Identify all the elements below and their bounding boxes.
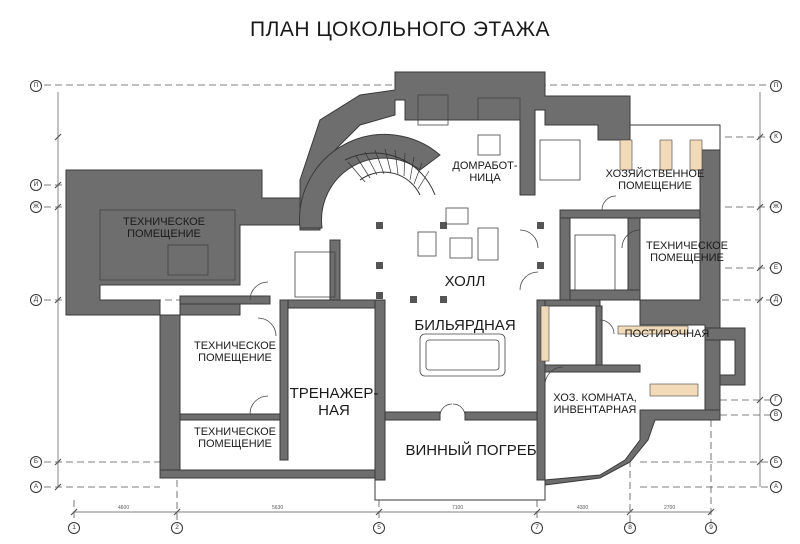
axis-marker-left-d: Д bbox=[30, 294, 42, 306]
room-gym-line-1: ТРЕНАЖЕР- bbox=[289, 385, 379, 402]
room-housekeeper-line-2: НИЦА bbox=[469, 172, 501, 185]
dimension-4: 4300 bbox=[577, 505, 589, 511]
axis-marker-bottom-7: 7 bbox=[531, 522, 543, 534]
dimension-2: 5630 bbox=[272, 505, 284, 511]
room-tech-3-line-1: ТЕХНИЧЕСКОЕ bbox=[193, 340, 277, 352]
room-tech-3-line-2: ПОМЕЩЕНИЕ bbox=[198, 352, 272, 365]
room-storage-line-1: ХОЗ. КОМНАТА, bbox=[553, 392, 637, 404]
walls bbox=[65, 71, 746, 501]
room-utility-line-1: ХОЗЯЙСТВЕННОЕ bbox=[605, 168, 705, 180]
dimension-1: 4600 bbox=[118, 505, 130, 511]
room-tech-4: ТЕХНИЧЕСКОЕ ПОМЕЩЕНИЕ bbox=[180, 426, 290, 451]
room-gym-line-2: НАЯ bbox=[318, 401, 350, 419]
room-housekeeper-line-1: ДОМРАБОТ- bbox=[452, 160, 518, 172]
room-storage: ХОЗ. КОМНАТА, ИНВЕНТАРНАЯ bbox=[540, 392, 650, 417]
axis-marker-left-b: Б bbox=[30, 456, 42, 468]
axis-marker-right-k: К bbox=[770, 131, 782, 143]
axis-marker-right-p: П bbox=[770, 80, 782, 92]
axis-marker-right-b: Б bbox=[770, 456, 782, 468]
room-laundry: ПОСТИРОЧНАЯ bbox=[624, 328, 710, 340]
axis-marker-right-e: Е bbox=[770, 262, 782, 274]
room-tech-1-line-1: ТЕХНИЧЕСКОЕ bbox=[122, 216, 206, 228]
furniture bbox=[99, 94, 616, 377]
columns bbox=[376, 222, 544, 303]
page-title: ПЛАН ЦОКОЛЬНОГО ЭТАЖА bbox=[250, 18, 550, 41]
door-swings bbox=[249, 195, 641, 417]
room-tech-4-line-2: ПОМЕЩЕНИЕ bbox=[198, 438, 272, 451]
axis-marker-bottom-8: 8 bbox=[624, 522, 636, 534]
room-hall: ХОЛЛ bbox=[444, 273, 486, 290]
room-wine-cellar: ВИННЫЙ ПОГРЕБ bbox=[405, 442, 537, 459]
spiral-stair-tower bbox=[299, 133, 441, 229]
axis-marker-right-a: А bbox=[770, 481, 782, 493]
axis-marker-left-i: И bbox=[30, 179, 42, 191]
room-gym: ТРЕНАЖЕР- НАЯ bbox=[284, 385, 384, 420]
room-tech-4-line-1: ТЕХНИЧЕСКОЕ bbox=[193, 426, 277, 438]
room-tech-1-line-2: ПОМЕЩЕНИЕ bbox=[127, 228, 201, 241]
dimension-lines bbox=[54, 92, 764, 516]
room-utility-line-2: ПОМЕЩЕНИЕ bbox=[618, 180, 692, 193]
axis-marker-right-g: Г bbox=[770, 394, 782, 406]
room-housekeeper: ДОМРАБОТ- НИЦА bbox=[440, 160, 530, 185]
room-tech-2-line-1: ТЕХНИЧЕСКОЕ bbox=[645, 240, 729, 252]
room-tech-2-line-2: ПОМЕЩЕНИЕ bbox=[650, 252, 724, 265]
room-billiard: БИЛЬЯРДНАЯ bbox=[414, 317, 516, 334]
room-tech-1: ТЕХНИЧЕСКОЕ ПОМЕЩЕНИЕ bbox=[104, 216, 224, 241]
room-tech-3: ТЕХНИЧЕСКОЕ ПОМЕЩЕНИЕ bbox=[180, 340, 290, 365]
shelving bbox=[540, 139, 703, 397]
axis-marker-bottom-5: 5 bbox=[373, 522, 385, 534]
axis-marker-right-zh: Ж bbox=[770, 201, 782, 213]
axis-marker-right-v: В bbox=[770, 409, 782, 421]
axis-marker-bottom-2: 2 bbox=[171, 522, 183, 534]
axis-marker-left-zh: Ж bbox=[30, 201, 42, 213]
room-storage-line-2: ИНВЕНТАРНАЯ bbox=[553, 404, 637, 417]
axis-marker-bottom-1: 1 bbox=[68, 522, 80, 534]
axis-marker-bottom-9: 9 bbox=[705, 522, 717, 534]
axis-marker-right-d: Д bbox=[770, 294, 782, 306]
axis-marker-left-a: А bbox=[30, 481, 42, 493]
room-utility: ХОЗЯЙСТВЕННОЕ ПОМЕЩЕНИЕ bbox=[595, 168, 715, 193]
room-tech-2: ТЕХНИЧЕСКОЕ ПОМЕЩЕНИЕ bbox=[632, 240, 742, 265]
axis-marker-left-p: П bbox=[30, 80, 42, 92]
dimension-3: 7100 bbox=[452, 505, 464, 511]
dimension-5: 2700 bbox=[664, 505, 676, 511]
